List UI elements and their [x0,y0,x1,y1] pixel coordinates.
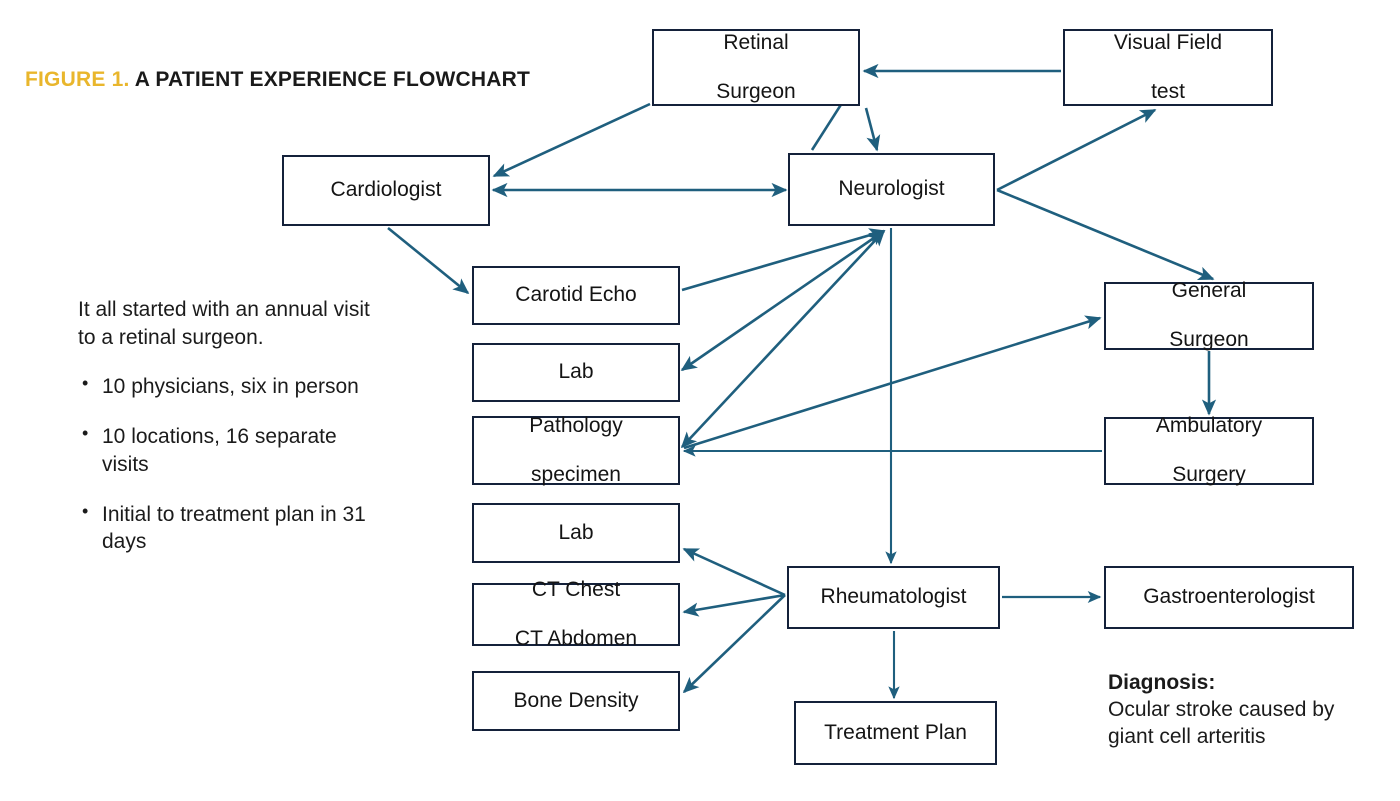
narrative-lead: It all started with an annual visit to a… [78,298,370,349]
node-label-line2: CT Abdomen [514,626,638,650]
edge-neurologist-to-visualfield [996,108,1157,192]
edge-rheumatologist-to-lab-lower [682,547,786,597]
list-item: Initial to treatment plan in 31 days [78,500,378,556]
node-label: Neurologist [838,177,945,201]
edge-rheumatologist-to-ct [682,593,786,617]
node-label-line1: Ambulatory [1155,414,1263,438]
edge-rheumatologist-to-bonedensity [682,594,786,694]
node-label: Gastroenterologist [1143,585,1315,609]
node-label: Carotid Echo [515,283,637,307]
node-label-line2: Surgeon [1169,328,1249,352]
diagnosis-label: Diagnosis: [1108,671,1216,694]
node-cardiologist[interactable]: Cardiologist [282,155,490,226]
node-label-line1: CT Chest [531,577,621,601]
node-label: Cardiologist [330,178,442,202]
node-neurologist[interactable]: Neurologist [788,153,995,226]
node-treatment-plan[interactable]: Treatment Plan [794,701,997,765]
node-carotid-echo[interactable]: Carotid Echo [472,266,680,325]
node-label-line1: Pathology [529,413,623,437]
node-label: Treatment Plan [824,720,967,744]
node-label: Bone Density [513,688,639,712]
node-label-line2: Surgery [1172,463,1246,487]
diagnosis-block: Diagnosis: Ocular stroke caused by giant… [1108,670,1378,751]
node-ambulatory-surgery[interactable]: Ambulatory Surgery [1104,414,1314,487]
node-lab-lower[interactable]: Lab [472,503,680,563]
edge-carotidecho-to-neurologist [681,228,886,292]
node-label: Rheumatologist [820,585,967,609]
edge-neurologist-pathology [680,229,886,449]
node-pathology-specimen[interactable]: Pathology specimen [472,413,680,486]
node-gastroenterologist[interactable]: Gastroenterologist [1104,566,1354,629]
edge-retinalsurgeon-to-cardiologist [492,102,651,178]
edge-retinalsurgeon-to-neurologist [864,107,881,152]
edge-cardiologist-to-carotidecho [387,226,470,295]
figure-title: FIGURE 1. A PATIENT EXPERIENCE FLOWCHART [25,68,530,92]
node-retinal-surgeon[interactable]: Retinal Surgeon [652,29,860,106]
node-label: Lab [558,360,594,384]
figure-title-text: A PATIENT EXPERIENCE FLOWCHART [134,68,531,91]
diagnosis-text: Ocular stroke caused by giant cell arter… [1108,697,1335,748]
narrative-bullet-list: 10 physicians, six in person 10 location… [78,372,378,556]
node-visual-field-test[interactable]: Visual Field test [1063,29,1273,106]
node-rheumatologist[interactable]: Rheumatologist [787,566,1000,629]
node-label-line2: Surgeon [716,79,796,103]
node-ct-chest-abdomen[interactable]: CT Chest CT Abdomen [472,578,680,650]
list-item: 10 physicians, six in person [78,372,378,401]
node-label-line1: Retinal [723,30,789,54]
edge-neurologist-to-generalsurgeon [996,188,1215,281]
node-label: Lab [558,520,594,544]
node-general-surgeon[interactable]: General Surgeon [1104,279,1314,352]
node-label-line2: specimen [531,462,621,486]
narrative-block: It all started with an annual visit to a… [78,296,378,578]
edge-neurologist-lab-upper [680,229,886,372]
node-label-line2: test [1151,79,1185,103]
node-label-line1: Visual Field [1113,30,1223,54]
node-label-line1: General [1171,279,1247,303]
figure-number: FIGURE 1. [25,68,130,91]
node-bone-density[interactable]: Bone Density [472,671,680,731]
list-item: 10 locations, 16 separate visits [78,422,378,478]
node-lab-upper[interactable]: Lab [472,343,680,402]
